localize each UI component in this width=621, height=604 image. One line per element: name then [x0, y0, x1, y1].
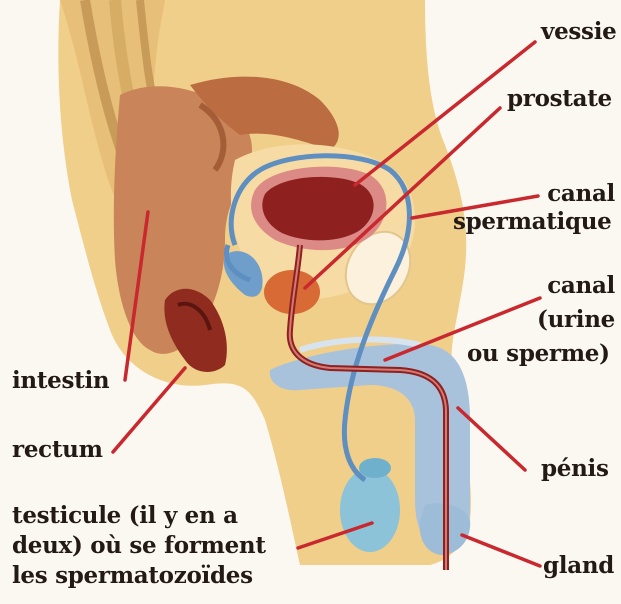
label-canal-urine-line3: ou sperme): [467, 341, 610, 367]
leader-gland: [462, 535, 540, 566]
label-penis: pénis: [541, 456, 609, 482]
label-rectum: rectum: [12, 437, 103, 463]
bladder: [262, 177, 373, 241]
label-canal-spermatique-line2: spermatique: [453, 209, 612, 235]
label-canal-urine-line2: (urine: [537, 307, 615, 333]
label-testicule-line2: deux) où se forment: [12, 533, 266, 559]
label-canal-spermatique-line1: canal: [547, 181, 615, 207]
label-intestin: intestin: [12, 368, 109, 394]
label-testicule-line3: les spermatozoïdes: [12, 563, 253, 589]
label-vessie: vessie: [541, 19, 616, 45]
label-gland: gland: [543, 553, 614, 579]
label-canal-urine-line1: canal: [547, 273, 615, 299]
label-testicule-line1: testicule (il y en a: [12, 503, 238, 529]
testicle: [340, 468, 400, 552]
label-prostate: prostate: [507, 86, 612, 112]
